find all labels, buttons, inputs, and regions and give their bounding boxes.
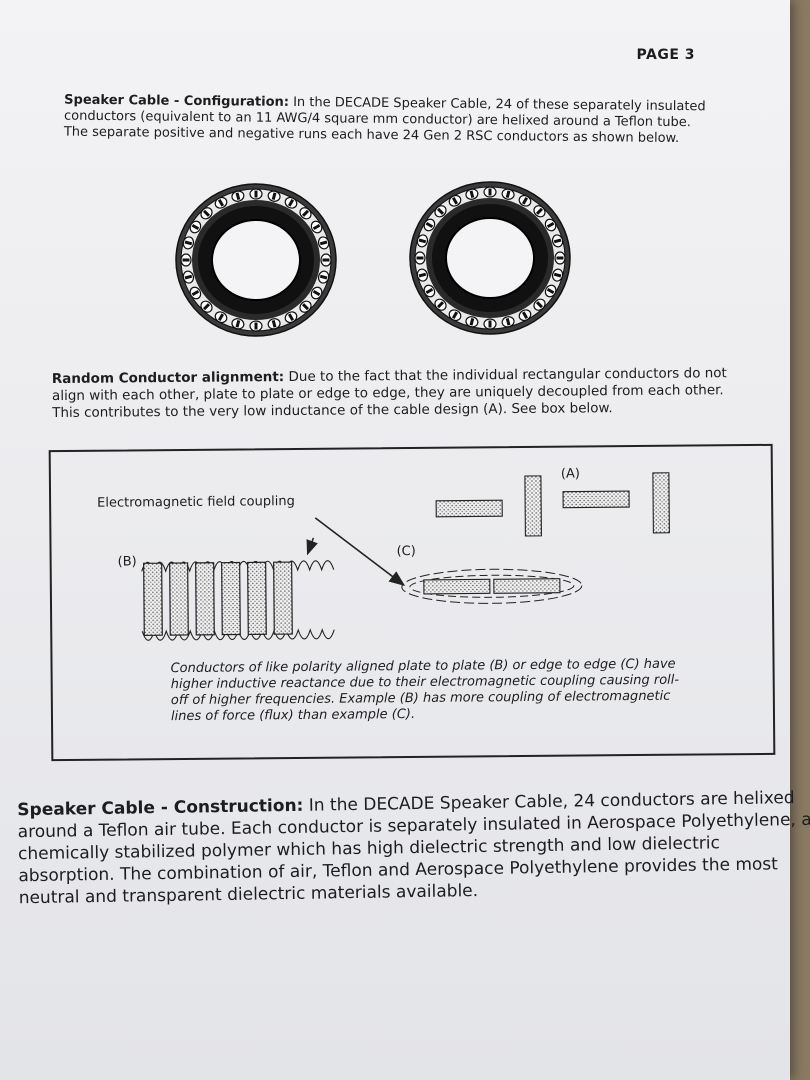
conductor: [551, 234, 564, 248]
cable-cross-section-left: [175, 183, 337, 337]
conductor: [533, 298, 546, 311]
conductor: [544, 284, 557, 298]
conductor: [284, 311, 298, 324]
conductor: [200, 300, 213, 313]
conductor: [483, 186, 497, 198]
conductor: [284, 196, 298, 209]
plate-to-plate-conductors: [141, 560, 335, 641]
coupling-diagram: [141, 472, 670, 641]
conductor: [554, 251, 566, 265]
label-b: (B): [117, 554, 137, 570]
conductor: [501, 188, 515, 200]
conductor: [501, 316, 515, 328]
conductor: [483, 318, 497, 330]
conductor: [533, 205, 546, 218]
conductor: [423, 218, 436, 232]
conductor: [267, 190, 281, 202]
conductor: [214, 196, 228, 209]
construction-heading: Speaker Cable - Construction:: [17, 795, 304, 821]
conductor: [465, 316, 479, 328]
label-c: (C): [396, 543, 416, 560]
conductor: [189, 286, 202, 300]
conductor: [214, 311, 228, 324]
conductor: [299, 300, 312, 313]
configuration-paragraph: Speaker Cable - Configuration: In the DE…: [64, 93, 719, 148]
conductor: [416, 268, 429, 282]
conductor: [317, 236, 330, 250]
configuration-heading: Speaker Cable - Configuration:: [64, 92, 290, 110]
edge-to-edge-conductors: [401, 568, 583, 604]
label-a: (A): [560, 466, 580, 482]
conductor: [448, 194, 462, 207]
conductor: [317, 270, 330, 284]
conductor: [551, 268, 564, 282]
diagram-caption: Conductors of like polarity aligned plat…: [170, 656, 680, 725]
cable-cross-section-right: [409, 181, 571, 335]
conductor: [180, 253, 192, 267]
conductor: [231, 318, 245, 330]
conductor: [518, 194, 532, 207]
conductor: [249, 320, 263, 332]
alignment-paragraph: Random Conductor alignment: Due to the f…: [52, 365, 752, 422]
conductor: [465, 188, 479, 200]
conductor: [267, 318, 281, 330]
conductor: [310, 220, 323, 234]
conductor: [544, 218, 557, 232]
conductor: [231, 190, 245, 202]
conductor: [249, 188, 263, 200]
conductor: [189, 220, 202, 234]
conductor: [434, 205, 447, 218]
conductor: [518, 309, 532, 322]
construction-paragraph: Speaker Cable - Construction: In the DEC…: [17, 787, 810, 910]
random-alignment-conductors: [435, 472, 670, 537]
coupling-diagram-box: Electromagnetic field coupling (B) (C) (…: [48, 443, 776, 762]
page-number: PAGE 3: [636, 47, 695, 63]
conductor: [320, 253, 332, 267]
alignment-heading: Random Conductor alignment:: [51, 369, 285, 388]
conductor: [423, 284, 436, 298]
conductor: [414, 251, 426, 265]
conductor: [182, 270, 195, 284]
conductor: [434, 298, 447, 311]
conductor: [182, 236, 195, 250]
em-field-coupling-label: Electromagnetic field coupling: [97, 494, 295, 511]
conductor: [448, 309, 462, 322]
conductor: [310, 286, 323, 300]
conductor: [299, 207, 312, 220]
conductor: [416, 234, 429, 248]
conductor: [200, 207, 213, 220]
